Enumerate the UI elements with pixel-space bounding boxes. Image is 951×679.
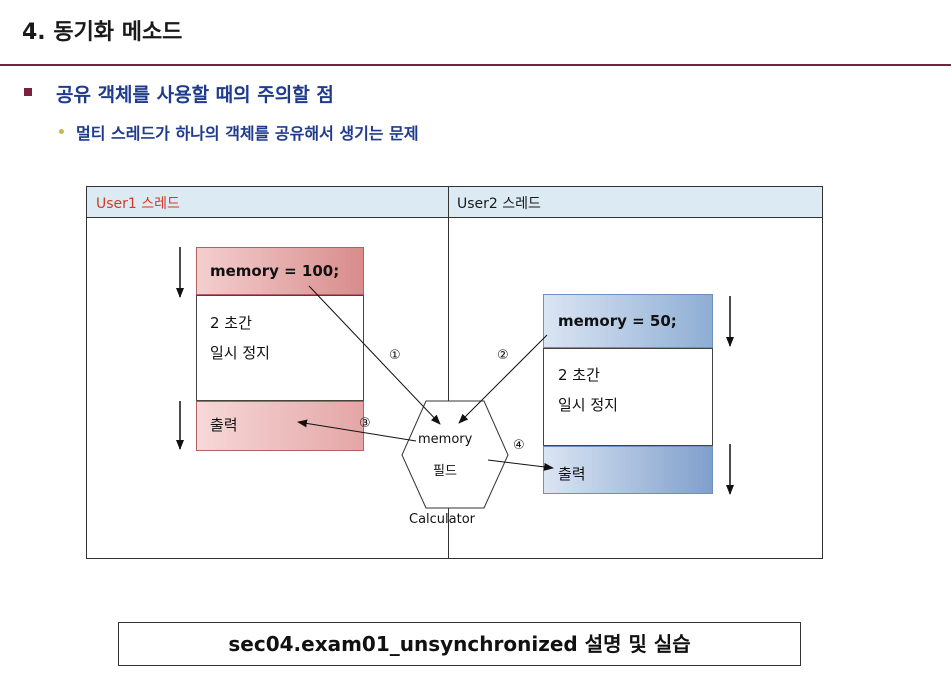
arrow-step4 (487, 459, 554, 471)
hexagon-label-line1: memory (418, 432, 473, 447)
bullet-dot-icon (59, 129, 64, 134)
footer-box (118, 622, 801, 666)
user2-thread-label: User2 스레드 (457, 196, 541, 212)
bullet-primary: 공유 객체를 사용할 때의 주의할 점 (56, 84, 334, 106)
user1-pause-line1: 2 초간 (210, 314, 252, 332)
title-divider (0, 64, 951, 66)
thread-divider (448, 186, 449, 559)
user1-pause-line2: 일시 정지 (210, 344, 270, 362)
user2-output-block (543, 446, 713, 494)
user1-pause-block (196, 295, 364, 401)
user1-thread-label: User1 스레드 (96, 196, 180, 212)
user2-pause-line1: 2 초간 (558, 366, 600, 384)
user1-output-block (196, 401, 364, 451)
user2-pause-line2: 일시 정지 (558, 396, 618, 414)
user2-output-text: 출력 (558, 465, 586, 483)
user1-assign-text: memory = 100; (210, 262, 340, 280)
diagram-header (86, 186, 823, 218)
user1-output-text: 출력 (210, 416, 238, 434)
step2-label: ② (497, 348, 509, 363)
hexagon-caption: Calculator (409, 512, 476, 527)
user2-assign-block (543, 294, 713, 348)
step4-label: ④ (513, 438, 525, 453)
bullet-square-icon (24, 88, 32, 96)
user2-pause-block (543, 348, 713, 446)
hexagon-label-line2: 필드 (433, 464, 457, 479)
step3-label: ③ (359, 416, 371, 431)
arrow-step3 (297, 419, 417, 442)
arrow-step2 (458, 334, 548, 424)
memory-field-hexagon (401, 400, 509, 509)
slide-title: 4. 동기화 메소드 (22, 20, 183, 45)
arrow-step1 (308, 285, 441, 425)
user2-assign-text: memory = 50; (558, 312, 677, 330)
footer-caption: sec04.exam01_unsynchronized 설명 및 실습 (228, 632, 691, 656)
bullet-secondary: 멀티 스레드가 하나의 객체를 공유해서 생기는 문제 (76, 124, 419, 143)
step1-label: ① (389, 348, 401, 363)
user1-assign-block (196, 247, 364, 295)
